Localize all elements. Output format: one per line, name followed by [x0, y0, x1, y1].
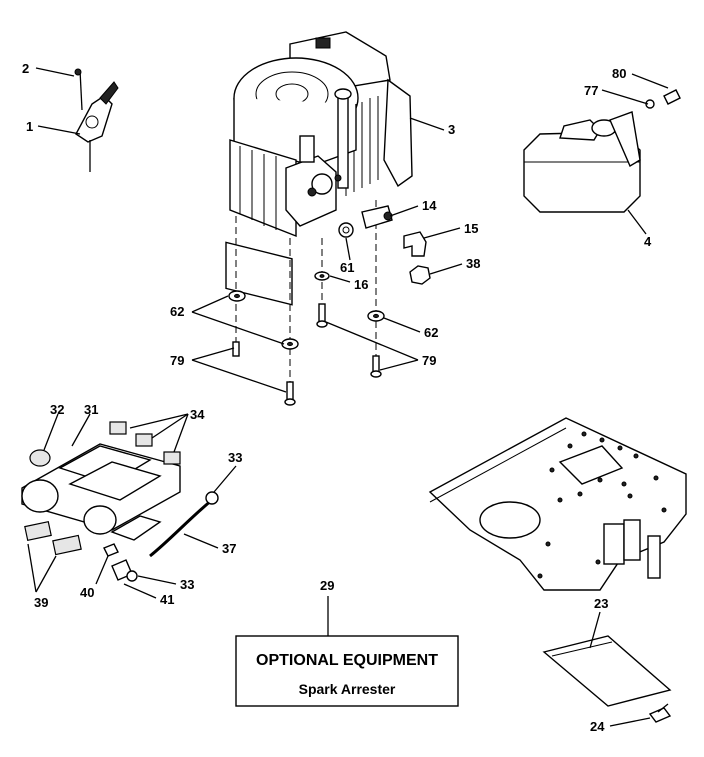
- callout-24: 24: [590, 719, 605, 734]
- screw-part-24: [648, 703, 672, 723]
- callout-38: 38: [466, 256, 480, 271]
- nut-part-38: [409, 265, 431, 285]
- callout-23: 23: [594, 596, 608, 611]
- optional-equipment-title: OPTIONAL EQUIPMENT: [256, 652, 438, 669]
- callout-16: 16: [354, 277, 368, 292]
- callout-14: 14: [422, 198, 437, 213]
- optional-equipment-subtitle: Spark Arrester: [299, 681, 396, 697]
- muffler-part: [523, 89, 681, 213]
- leader-lines: [27, 67, 669, 727]
- throttle-control-part: [74, 68, 119, 172]
- callout-labels: 1 2 3 80 77 4 14 15 61 38 16 62 62 79 79…: [22, 61, 652, 734]
- callout-15: 15: [464, 221, 478, 236]
- cover-plate-part-23: [542, 635, 672, 707]
- callout-2: 2: [22, 61, 29, 76]
- callout-3: 3: [448, 122, 455, 137]
- callout-32: 32: [50, 402, 64, 417]
- engine-part: [225, 31, 413, 306]
- callout-62-left: 62: [170, 304, 184, 319]
- nut-part-61: [338, 222, 354, 238]
- callout-79-right: 79: [422, 353, 436, 368]
- mounting-dash-lines: [235, 200, 377, 394]
- fitting-part-14: [361, 205, 393, 229]
- callout-1: 1: [26, 119, 33, 134]
- callout-61: 61: [340, 260, 354, 275]
- elbow-part-15: [403, 231, 427, 257]
- callout-79-left: 79: [170, 353, 184, 368]
- callout-33-bottom: 33: [180, 577, 194, 592]
- callout-80: 80: [612, 66, 626, 81]
- callout-40: 40: [80, 585, 94, 600]
- callout-31: 31: [84, 402, 98, 417]
- callout-39: 39: [34, 595, 48, 610]
- frame-plate: [428, 417, 687, 591]
- callout-33-top: 33: [228, 450, 242, 465]
- shield-assembly-part-31: [21, 421, 219, 582]
- callout-37: 37: [222, 541, 236, 556]
- callout-29: 29: [320, 578, 334, 593]
- callout-34: 34: [190, 407, 205, 422]
- optional-equipment-box: OPTIONAL EQUIPMENT Spark Arrester: [235, 635, 459, 707]
- washers-and-bolts: [228, 271, 385, 406]
- callout-4: 4: [644, 234, 652, 249]
- callout-77: 77: [584, 83, 598, 98]
- callout-62-right: 62: [424, 325, 438, 340]
- callout-41: 41: [160, 592, 174, 607]
